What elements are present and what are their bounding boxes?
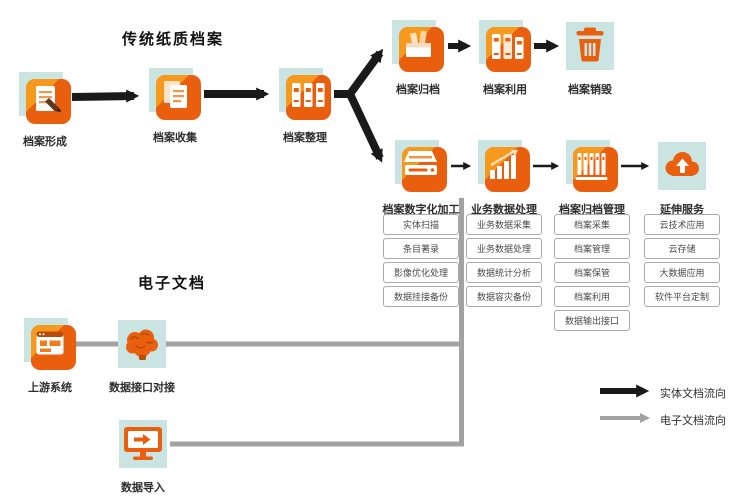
list-item: 业务数据处理 (466, 238, 542, 259)
node-filing-management: 档案归档管理 (542, 140, 642, 217)
list-item: 数据统计分析 (466, 262, 542, 283)
archive-shelf-icon (566, 140, 618, 192)
legend-electronic-flow-label: 电子文档流向 (660, 415, 726, 427)
cloud-icon (656, 140, 708, 192)
list-item: 档案管理 (554, 238, 630, 259)
folders-icon (279, 68, 331, 120)
node-digitization: 档案数字化加工 (371, 140, 471, 217)
node-label: 档案整理 (283, 132, 327, 144)
list-digitization: 实体扫描 条目著录 影像优化处理 数据挂接备份 (383, 214, 459, 310)
node-archive-arrangement: 档案整理 (255, 68, 355, 145)
node-label: 数据接口对接 (109, 382, 175, 394)
archive-box-icon (392, 20, 444, 72)
node-archive-destruction: 档案销毁 (540, 20, 640, 97)
list-item: 数据挂接备份 (383, 286, 459, 307)
books-icon (479, 20, 531, 72)
document-edit-icon (19, 72, 71, 124)
list-item: 档案保管 (554, 262, 630, 283)
list-item: 档案采集 (554, 214, 630, 235)
legend-arrows (600, 384, 650, 423)
electronic-doc-title: 电子文档 (138, 275, 207, 292)
node-archive-collection: 档案收集 (125, 68, 225, 145)
list-item: 云存储 (644, 238, 720, 259)
monitor-import-icon (117, 418, 169, 470)
list-item: 档案利用 (554, 286, 630, 307)
node-extended-services: 延伸服务 (632, 140, 732, 217)
node-upstream-system: 上游系统 (0, 318, 100, 395)
node-label: 档案归档管理 (559, 204, 625, 216)
node-business-data: 业务数据处理 (454, 140, 554, 217)
node-data-interface: 数据接口对接 (92, 318, 192, 395)
list-item: 软件平台定制 (644, 286, 720, 307)
list-filing-management: 档案采集 档案管理 档案保管 档案利用 数据输出接口 (554, 214, 630, 334)
list-extended-services: 云技术应用 云存储 大数据应用 软件平台定制 (644, 214, 720, 310)
list-item: 数据容灾备份 (466, 286, 542, 307)
document-collect-icon (149, 68, 201, 120)
node-label: 档案利用 (483, 84, 527, 96)
node-label: 上游系统 (28, 382, 72, 394)
node-label: 档案数字化加工 (382, 204, 460, 216)
node-data-import: 数据导入 (93, 418, 193, 495)
list-item: 大数据应用 (644, 262, 720, 283)
system-window-icon (24, 318, 76, 370)
trash-icon (564, 20, 616, 72)
list-item: 业务数据采集 (466, 214, 542, 235)
node-label: 档案形成 (23, 136, 67, 148)
list-item: 云技术应用 (644, 214, 720, 235)
node-archive-filing: 档案归档 (368, 20, 468, 97)
node-label: 档案归档 (396, 84, 440, 96)
node-label: 数据导入 (121, 482, 165, 494)
list-item: 条目著录 (383, 238, 459, 259)
list-business-data: 业务数据采集 业务数据处理 数据统计分析 数据容灾备份 (466, 214, 542, 310)
list-item: 实体扫描 (383, 214, 459, 235)
legend-physical-flow-label: 实体文档流向 (660, 388, 726, 400)
list-item: 影像优化处理 (383, 262, 459, 283)
node-label: 档案收集 (153, 132, 197, 144)
paper-archive-title: 传统纸质档案 (122, 31, 225, 48)
brain-icon (116, 318, 168, 370)
list-item: 数据输出接口 (554, 310, 630, 331)
physical-flow-arrows (71, 39, 650, 170)
node-archive-formation: 档案形成 (0, 72, 95, 149)
node-label: 档案销毁 (568, 84, 612, 96)
node-label: 业务数据处理 (471, 204, 537, 216)
scanner-icon (395, 140, 447, 192)
bar-chart-icon (478, 140, 530, 192)
node-archive-utilization: 档案利用 (455, 20, 555, 97)
node-label: 延伸服务 (660, 204, 704, 216)
